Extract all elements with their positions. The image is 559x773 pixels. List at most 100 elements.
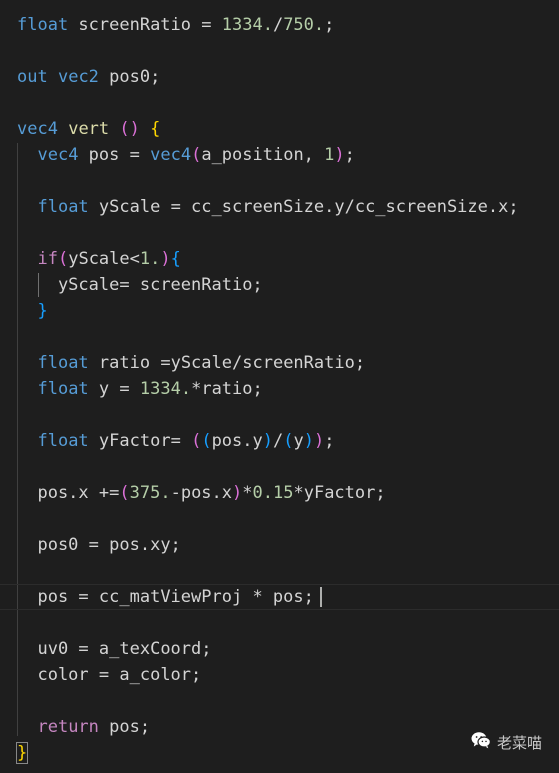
code-line[interactable]: if(yScale<1.){ <box>17 246 181 272</box>
code-line[interactable]: yScale= screenRatio; <box>17 272 263 298</box>
code-token: 1 <box>324 145 335 165</box>
code-token: vec4 <box>37 145 79 165</box>
code-token: += <box>98 483 120 503</box>
code-token: * <box>191 379 202 399</box>
code-line[interactable]: out vec2 pos0; <box>17 64 160 90</box>
code-token: ( <box>201 431 212 451</box>
code-token: = <box>88 535 99 555</box>
code-token <box>212 15 222 35</box>
code-token <box>17 197 37 217</box>
code-token: = <box>160 353 171 373</box>
code-token: yScale <box>17 275 120 295</box>
code-line[interactable]: pos.x +=(375.-pos.x)*0.15*yFactor; <box>17 480 385 506</box>
code-token: pos0 <box>17 535 89 555</box>
watermark: 老菜喵 <box>471 731 542 753</box>
code-line[interactable]: float ratio =yScale/screenRatio; <box>17 350 365 376</box>
code-token: color <box>17 665 99 685</box>
code-token: a_color; <box>109 665 202 685</box>
code-token: ; <box>324 431 335 451</box>
code-line[interactable]: vec4 vert () { <box>17 116 160 142</box>
code-token <box>17 379 37 399</box>
code-token: pos <box>78 145 130 165</box>
code-token: = <box>78 639 89 659</box>
code-token: } <box>15 742 29 764</box>
code-token: 1334. <box>139 379 192 399</box>
code-token: y <box>88 379 120 399</box>
code-token: cc_screenSize.x; <box>354 197 519 217</box>
code-token <box>109 119 119 139</box>
code-line[interactable]: pos0 = pos.xy; <box>17 532 180 558</box>
code-token: 1334. <box>221 15 273 35</box>
code-token: vec4 <box>150 145 192 165</box>
code-token: float <box>17 15 69 35</box>
code-token: pos.x <box>17 483 99 503</box>
code-token: ratio <box>88 353 161 373</box>
code-token: ) <box>314 431 325 451</box>
code-line[interactable]: vec4 pos = vec4(a_position, 1); <box>17 142 355 168</box>
code-token: { <box>170 249 181 269</box>
code-line[interactable]: float yScale = cc_screenSize.y/cc_screen… <box>17 194 519 220</box>
code-token: vec2 <box>57 67 99 87</box>
code-token: float <box>37 431 89 451</box>
code-token <box>181 431 191 451</box>
code-token: / <box>344 197 355 217</box>
code-token: screenRatio; <box>242 353 366 373</box>
code-line[interactable]: } <box>15 740 29 766</box>
code-line[interactable]: float yFactor= ((pos.y)/(y)); <box>17 428 335 454</box>
code-token: ratio; <box>201 379 263 399</box>
code-token: vec4 <box>17 119 58 139</box>
code-token: 375. <box>129 483 171 503</box>
code-token: * <box>242 483 253 503</box>
code-line[interactable]: float y = 1334.*ratio; <box>17 376 263 402</box>
code-token: float <box>37 353 89 373</box>
code-line[interactable]: return pos; <box>17 714 150 740</box>
code-token: { <box>150 119 161 139</box>
code-token: uv0 <box>17 639 79 659</box>
current-line-highlight <box>0 584 559 610</box>
code-token: < <box>129 249 140 269</box>
code-line[interactable]: uv0 = a_texCoord; <box>17 636 212 662</box>
code-token: / <box>272 15 284 35</box>
code-token: 750. <box>283 15 325 35</box>
code-token: ; <box>344 145 355 165</box>
code-token: ) <box>232 483 243 503</box>
code-token: pos0; <box>98 67 161 87</box>
code-token <box>17 301 37 321</box>
code-token: screenRatio <box>68 15 202 35</box>
code-token: ( <box>57 249 69 269</box>
code-line[interactable]: color = a_color; <box>17 662 201 688</box>
code-token <box>58 119 68 139</box>
code-token: ) <box>334 145 345 165</box>
code-token: / <box>232 353 243 373</box>
code-token <box>130 379 140 399</box>
code-token: pos; <box>262 587 314 607</box>
code-token: = <box>129 145 140 165</box>
code-token: = <box>98 665 110 685</box>
code-line[interactable]: float screenRatio = 1334./750.; <box>17 12 334 38</box>
code-token: cc_matViewProj <box>88 587 253 607</box>
code-token: ( <box>191 431 202 451</box>
code-token: yFactor <box>88 431 171 451</box>
code-token: out <box>17 67 48 87</box>
code-token: ( <box>283 431 294 451</box>
code-token <box>17 717 37 737</box>
code-line[interactable]: } <box>17 298 47 324</box>
code-token: a_texCoord; <box>88 639 212 659</box>
code-token: = <box>119 275 130 295</box>
code-token: 1. <box>139 249 161 269</box>
code-token: ( <box>191 145 202 165</box>
code-token: cc_screenSize.y <box>180 197 345 217</box>
code-token: a_position, <box>201 145 325 165</box>
code-token: pos; <box>98 717 151 737</box>
code-line[interactable]: pos = cc_matViewProj * pos; <box>17 584 314 610</box>
code-token <box>17 249 37 269</box>
code-token <box>48 67 58 87</box>
code-token: = <box>170 431 181 451</box>
code-token: * <box>293 483 304 503</box>
code-token: 0.15 <box>252 483 294 503</box>
watermark-label: 老菜喵 <box>496 733 542 752</box>
code-token: ) <box>303 431 314 451</box>
code-token: = <box>201 15 212 35</box>
code-token: ( <box>119 483 130 503</box>
